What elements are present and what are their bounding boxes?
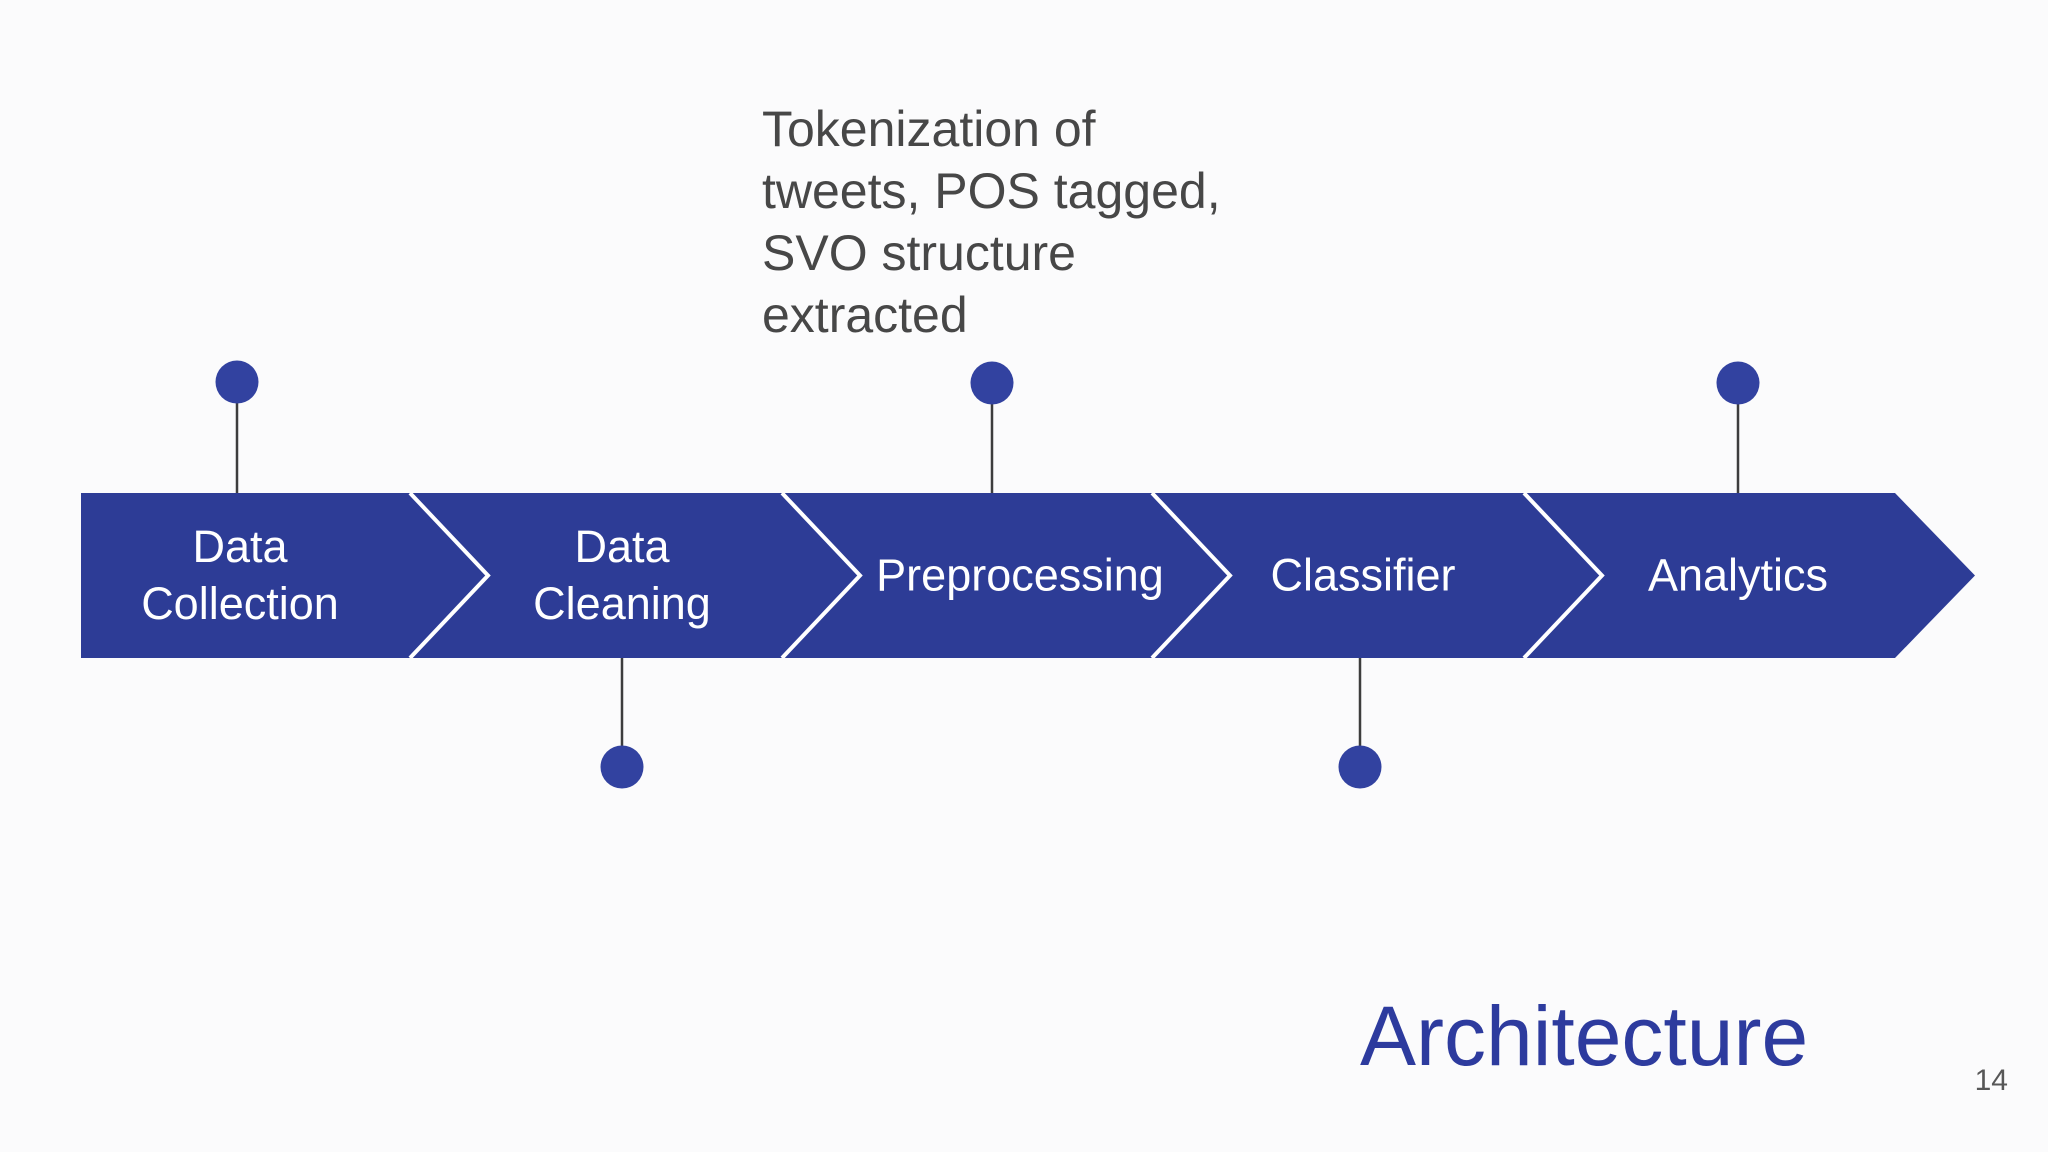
arrow-band (81, 493, 1975, 658)
step-label-classifier: Classifier (1270, 549, 1456, 601)
step-label-data-collection: Data Collection (141, 521, 339, 629)
slide-title: Architecture (1360, 989, 1809, 1083)
milestone-dot-data-cleaning (600, 745, 644, 789)
page-number: 14 (1974, 1064, 2008, 1097)
preprocessing-annotation: Tokenization of tweets, POS tagged, SVO … (762, 101, 1221, 343)
step-label-analytics: Analytics (1647, 549, 1829, 601)
step-label-preprocessing: Preprocessing (876, 549, 1164, 601)
chevron-divider-4 (1522, 491, 1605, 660)
milestone-dot-analytics (1716, 361, 1760, 405)
chevron-divider-1 (408, 491, 491, 660)
milestone-dot-classifier (1338, 745, 1382, 789)
chevron-divider-2 (780, 491, 863, 660)
chevron-divider-3 (1150, 491, 1233, 660)
milestone-dot-preprocessing (970, 361, 1014, 405)
step-label-data-cleaning: Data Cleaning (533, 521, 711, 629)
milestone-dot-data-collection (215, 360, 259, 404)
